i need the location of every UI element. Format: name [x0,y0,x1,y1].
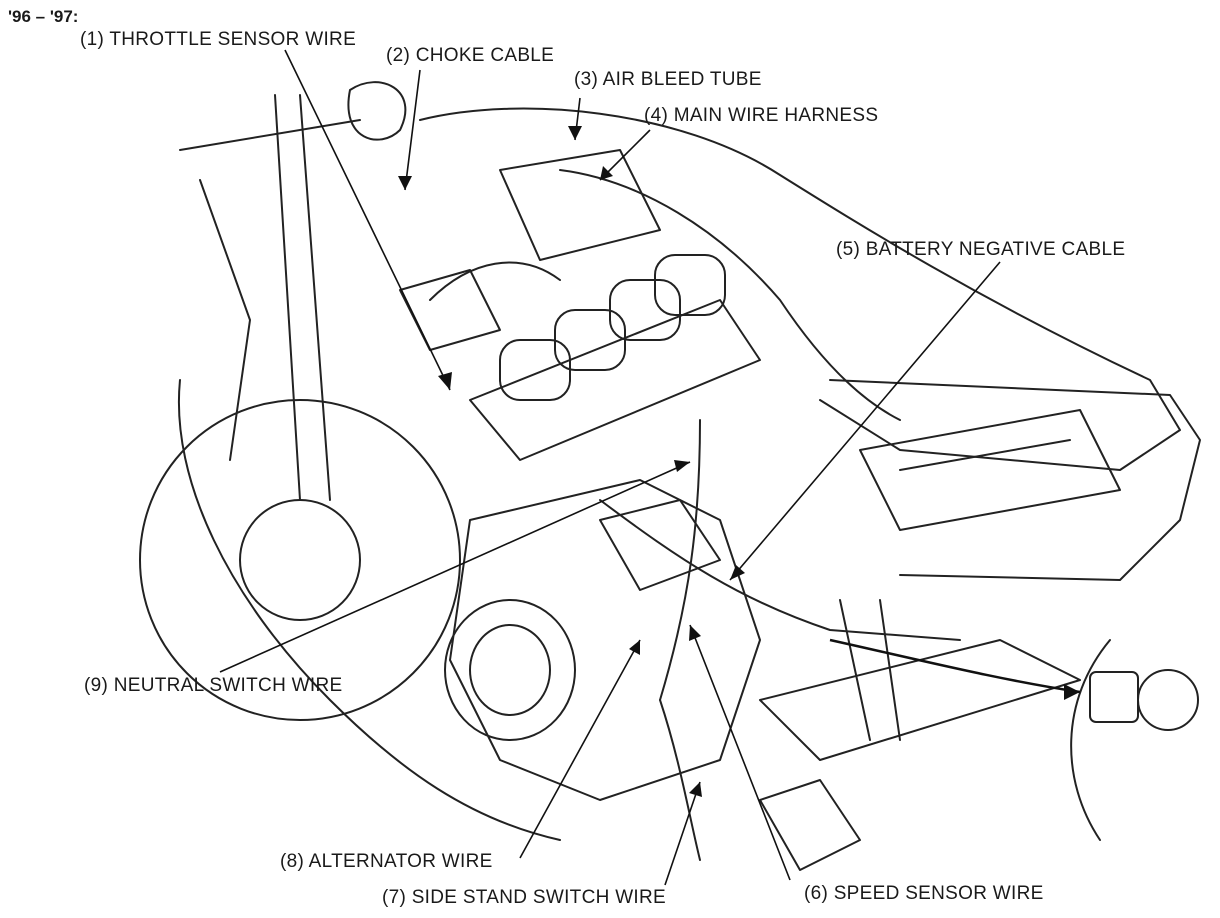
carburetor-bank [429,254,761,461]
side-stand-wire-bundle [659,699,701,861]
label-main-wire-harness: (4) MAIN WIRE HARNESS [644,105,879,126]
arrowhead-battery [730,565,745,580]
arrowhead-air-bleed [568,126,582,140]
year-range-header: '96 – '97: [8,7,79,26]
leader-choke-cable [404,69,421,191]
inset-arc [1070,639,1111,841]
frame-outline [419,107,1181,471]
arrowhead-choke [398,176,412,190]
inset-connector [1089,671,1139,723]
label-throttle-sensor-wire: (1) THROTTLE SENSOR WIRE [80,29,357,50]
arrowhead-alternator [629,640,640,655]
label-choke-cable: (2) CHOKE CABLE [386,45,555,66]
fairing-outline [178,379,561,841]
engine-block [449,479,761,801]
arrowhead-inset [1064,684,1080,700]
swingarm [759,639,1081,761]
seat-outline [829,379,1201,581]
label-air-bleed-tube: (3) AIR BLEED TUBE [574,69,762,90]
arrowhead-throttle [438,372,452,390]
label-battery-negative-cable: (5) BATTERY NEGATIVE CABLE [836,239,1126,260]
leader-throttle-sensor-wire [284,49,451,391]
footpeg-bracket [759,779,861,871]
handlebar [179,119,361,461]
arrowhead-side-stand [689,782,702,797]
leader-speed-sensor-wire [689,624,791,881]
arrowhead-harness [600,166,613,180]
leader-alternator-wire [519,639,641,859]
alternator-cover [444,599,576,741]
front-fork-left [274,94,331,501]
inset-pointer-line [829,638,1081,694]
leader-neutral-switch-wire [219,461,691,673]
starter-motor [599,499,721,591]
wire-bundle-mid [659,419,701,701]
main-wire-harness-bundle [559,169,901,421]
battery [859,409,1121,531]
label-alternator-wire: (8) ALTERNATOR WIRE [280,851,493,872]
leader-battery-negative-cable [729,261,1001,581]
inset-connector-round [1137,669,1199,731]
air-box [499,149,661,261]
alternator-cover-inner [469,624,551,716]
arrowhead-neutral [674,460,690,472]
label-neutral-switch-wire: (9) NEUTRAL SWITCH WIRE [84,675,343,696]
wire-bundle-lower [599,499,961,641]
rear-shock [839,599,901,741]
label-speed-sensor-wire: (6) SPEED SENSOR WIRE [804,883,1044,904]
front-wheel [139,399,461,721]
label-side-stand-switch-wire: (7) SIDE STAND SWITCH WIRE [382,887,667,908]
front-wheel-hub [239,499,361,621]
arrowhead-speed [689,625,701,641]
leader-side-stand-switch-wire [664,781,701,886]
steering-head [347,81,407,141]
